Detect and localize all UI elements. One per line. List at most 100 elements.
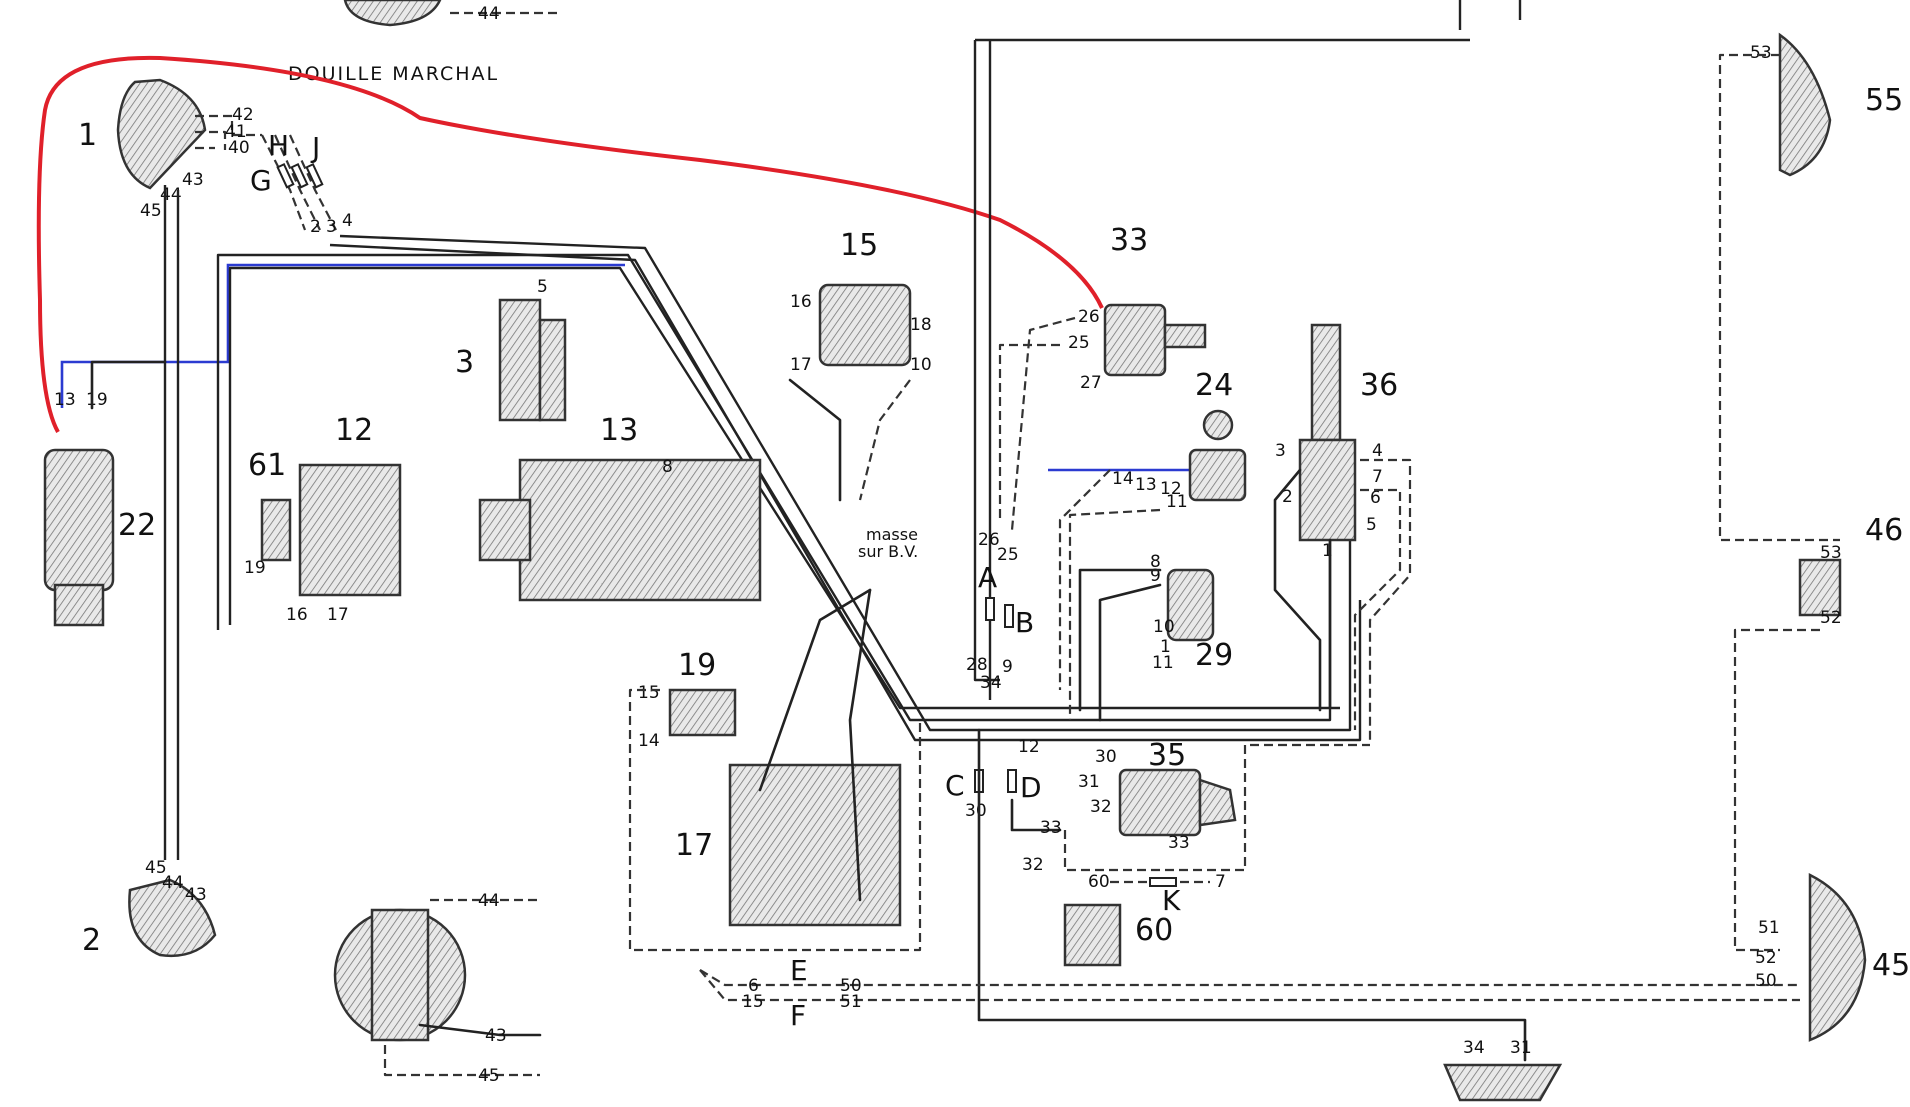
wire-label: 8 — [1150, 552, 1161, 572]
wire-label: 5 — [1366, 515, 1377, 535]
wire-label: 4 — [342, 211, 353, 231]
component-label-13: 13 — [600, 413, 638, 448]
connector-k: K — [1162, 884, 1181, 917]
component-label-45: 45 — [1872, 948, 1910, 983]
component-60: 60 — [1063, 903, 1173, 967]
wire-label: 30 — [1095, 747, 1117, 767]
wire-label: 40 — [228, 138, 250, 158]
wire-label: 4 — [1372, 441, 1383, 461]
wire-label: 2 — [310, 217, 321, 237]
wire-label: 19 — [244, 558, 266, 578]
component-label-35: 35 — [1148, 738, 1186, 773]
wire-label: 7 — [1215, 872, 1226, 892]
regulator-15: 15 — [818, 228, 912, 367]
wire-label: 44 — [162, 873, 184, 893]
component-label-36: 36 — [1360, 368, 1398, 403]
wire-label: 17 — [327, 605, 349, 625]
wire-label: 51 — [840, 992, 862, 1012]
component-label-46: 46 — [1865, 513, 1903, 548]
component-label-55: 55 — [1865, 83, 1903, 118]
wire-label: 32 — [1090, 797, 1112, 817]
component-label-3: 3 — [455, 345, 474, 380]
bottom-lamp — [1443, 1063, 1563, 1102]
wire-label: 17 — [790, 355, 812, 375]
wire-label: 53 — [1750, 43, 1772, 63]
wire-label: 9 — [1150, 566, 1161, 586]
wire-label: 44 — [478, 4, 500, 24]
wire-label: 19 — [86, 390, 108, 410]
component-label-61: 61 — [248, 448, 286, 483]
switch-24: 24 — [1188, 368, 1247, 502]
masse-label-2: sur B.V. — [858, 542, 918, 561]
wire-label: 45 — [478, 1066, 500, 1086]
distributor-35: 35 — [1118, 738, 1237, 837]
component-label-17: 17 — [675, 828, 713, 863]
headlamp-2: 2 — [82, 878, 217, 958]
combination-36: 36 — [1298, 323, 1398, 542]
wire-label: 18 — [910, 315, 932, 335]
connector-a: A — [978, 561, 997, 594]
wire-label: 33 — [1040, 818, 1062, 838]
wire-label: 28 — [966, 655, 988, 675]
wire-label: 6 — [748, 976, 759, 996]
connector-ab — [985, 597, 1014, 628]
wire-label: 45 — [140, 201, 162, 221]
wire-label: 14 — [638, 731, 660, 751]
wire-label: 3 — [326, 217, 337, 237]
wire-label: 12 — [1160, 479, 1182, 499]
wire-label: 43 — [485, 1026, 507, 1046]
red-wire — [36, 55, 1104, 433]
wire-label: 60 — [1088, 872, 1110, 892]
distributor-socket — [333, 908, 467, 1042]
wire-label: 41 — [225, 122, 247, 142]
connector-e: E — [790, 954, 808, 987]
wire-label: 2 — [1282, 487, 1293, 507]
component-label-2: 2 — [82, 923, 101, 958]
wire-label: 16 — [286, 605, 308, 625]
wire-label: 34 — [980, 673, 1002, 693]
coil-22: 22 — [43, 448, 156, 627]
connector-h: H — [268, 129, 289, 162]
wire-label: 9 — [1002, 657, 1013, 677]
component-label-33: 33 — [1110, 223, 1148, 258]
box-61: 61 — [248, 448, 292, 562]
wire-label: 33 — [1168, 833, 1190, 853]
wire-label: 53 — [1820, 543, 1842, 563]
wire-label: 31 — [1510, 1038, 1532, 1058]
wire-label: 32 — [1022, 855, 1044, 875]
wire-label: 43 — [185, 885, 207, 905]
wire-label: 52 — [1755, 948, 1777, 968]
wire-label: 50 — [840, 976, 862, 996]
wire-label: 30 — [965, 801, 987, 821]
battery-box-17: 17 — [675, 763, 902, 927]
component-label-19: 19 — [678, 648, 716, 683]
masse-label-1: masse — [866, 525, 918, 544]
wire-label: 10 — [910, 355, 932, 375]
component-label-60: 60 — [1135, 913, 1173, 948]
wire-label: 31 — [1078, 772, 1100, 792]
component-label-1: 1 — [78, 118, 97, 153]
plug-ghj — [261, 134, 337, 231]
wire-label: 45 — [145, 858, 167, 878]
wire-label: 26 — [978, 530, 1000, 550]
connector-g: G — [250, 164, 272, 197]
dynamo-3: 3 — [455, 298, 567, 422]
wire-label-blue: 13 — [1135, 475, 1157, 495]
wire-label: 11 — [1152, 653, 1174, 673]
wire-label: 3 — [1275, 441, 1286, 461]
connector-cd — [974, 769, 1017, 793]
wire-label: 8 — [662, 457, 673, 477]
component-label-15: 15 — [840, 228, 878, 263]
component-label-22: 22 — [118, 508, 156, 543]
switch-33: 33 — [1103, 223, 1207, 377]
wire-label: 43 — [182, 170, 204, 190]
wire-label: 51 — [1758, 918, 1780, 938]
connector-j: J — [310, 131, 320, 164]
connector-d: D — [1020, 771, 1042, 804]
top-socket: 44 — [343, 0, 560, 27]
wire-label: 44 — [478, 891, 500, 911]
wire-label: 14 — [1112, 469, 1134, 489]
wire-label: 50 — [1755, 971, 1777, 991]
headlamp-1: 1 — [78, 78, 207, 190]
